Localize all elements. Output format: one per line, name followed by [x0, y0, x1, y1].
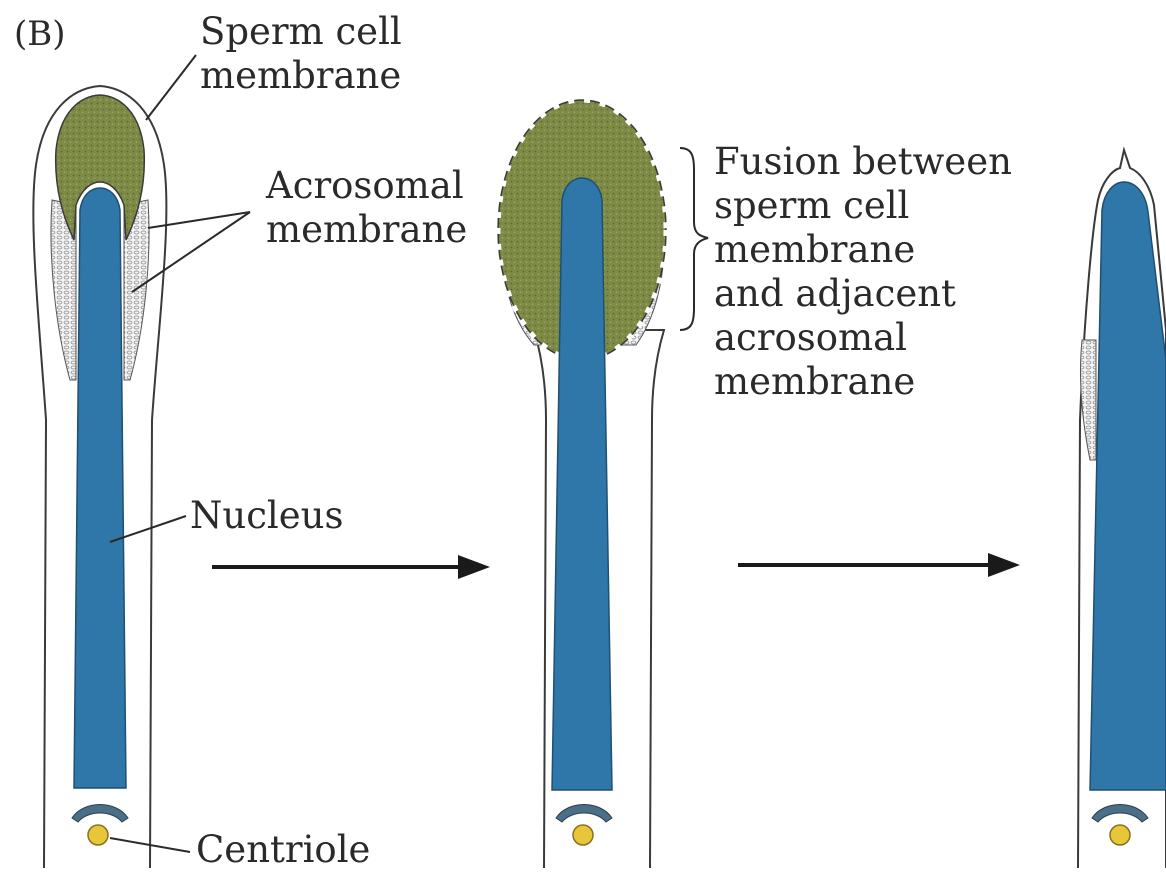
nucleus — [74, 188, 126, 788]
leader-sperm-cell-membrane — [146, 55, 196, 120]
nucleus — [552, 178, 612, 790]
acrosomal-membrane-label-line1: Acrosomal — [266, 164, 464, 208]
fusion-note-line2: sperm cell — [714, 184, 909, 228]
fusion-brace — [680, 148, 708, 330]
sperm-cell-membrane-label-line2: membrane — [200, 54, 401, 98]
fusion-note-line1: Fusion between — [714, 140, 1012, 184]
centriole — [88, 825, 108, 845]
sperm-cell-membrane-label-line1: Sperm cell — [200, 10, 402, 54]
fusion-note-line3: membrane — [714, 228, 915, 272]
centriole — [573, 825, 593, 845]
centriole — [1110, 825, 1130, 845]
process-arrow-1 — [212, 555, 490, 579]
panel-label: (B) — [14, 12, 66, 56]
nucleus — [1090, 182, 1166, 790]
fusion-note-line4: and adjacent — [714, 272, 956, 316]
fusion-note-line5: acrosomal — [714, 316, 907, 360]
sperm-before — [33, 86, 166, 868]
sperm-fusing — [498, 100, 666, 868]
fusion-note-line6: membrane — [714, 360, 915, 404]
process-arrow-2 — [738, 553, 1020, 577]
centriole-label: Centriole — [196, 828, 370, 872]
sperm-after — [1078, 150, 1166, 868]
acrosomal-membrane-label-line2: membrane — [266, 208, 467, 252]
nucleus-label: Nucleus — [190, 494, 343, 538]
